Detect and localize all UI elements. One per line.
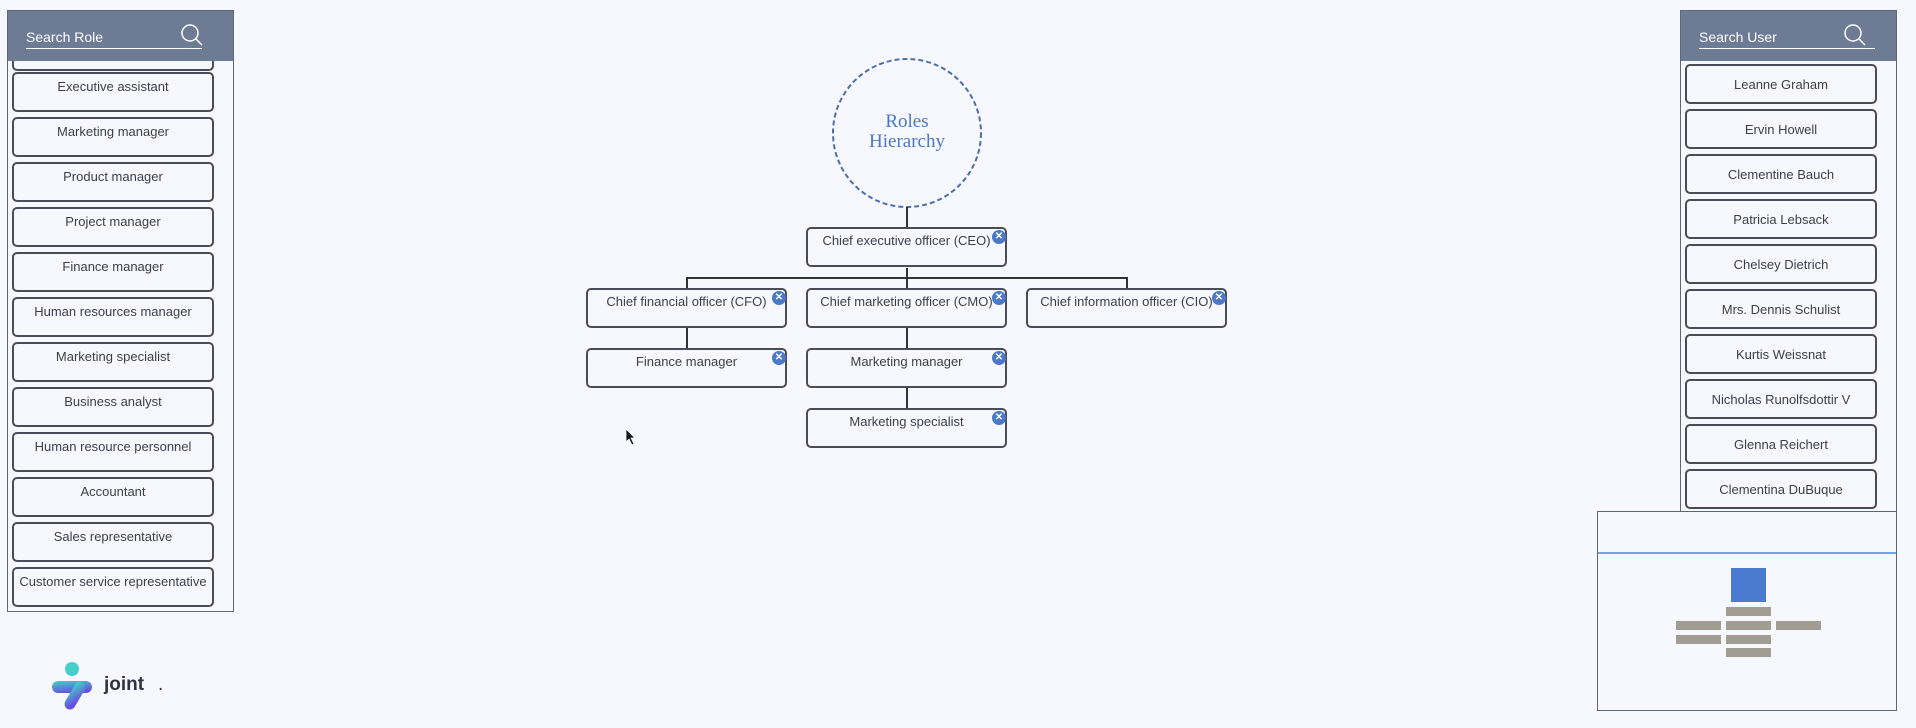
item-label: Leanne Graham <box>1734 77 1828 92</box>
item-label: Clementine Bauch <box>1727 167 1835 182</box>
role-item[interactable]: Marketing manager <box>12 117 214 157</box>
role-item[interactable]: Human resource personnel <box>12 432 214 472</box>
minimap-node <box>1676 635 1721 644</box>
item-label: Sales representative <box>53 529 173 544</box>
item-label: Accountant <box>80 484 146 499</box>
node-label: Chief marketing officer (CMO) <box>820 294 993 309</box>
user-item[interactable]: Leanne Graham <box>1685 64 1877 104</box>
mouse-cursor-icon <box>625 428 636 446</box>
user-item[interactable]: Clementina DuBuque <box>1685 469 1877 509</box>
minimap-node <box>1726 648 1771 657</box>
user-item[interactable]: Kurtis Weissnat <box>1685 334 1877 374</box>
item-label: Chelsey Dietrich <box>1733 257 1829 272</box>
item-label: Executive assistant <box>57 79 169 94</box>
node-label: Chief information officer (CIO) <box>1040 294 1213 309</box>
search-icon[interactable] <box>180 23 204 47</box>
role-item[interactable]: Executive assistant <box>12 72 214 112</box>
close-icon[interactable]: ✕ <box>992 411 1006 425</box>
user-item[interactable]: Clementine Bauch <box>1685 154 1877 194</box>
item-label: Project manager <box>65 214 161 229</box>
connector <box>906 207 908 228</box>
item-label: Customer service representative <box>19 574 207 589</box>
item-label: Patricia Lebsack <box>1733 212 1829 227</box>
connector <box>1126 277 1128 288</box>
user-item[interactable]: Nicholas Runolfsdottir V <box>1685 379 1877 419</box>
item-label: Marketing manager <box>57 124 169 139</box>
minimap[interactable] <box>1597 511 1897 711</box>
node-cmo[interactable]: Chief marketing officer (CMO)✕ <box>806 288 1007 328</box>
item-label: Product manager <box>63 169 163 184</box>
node-label: Finance manager <box>635 354 738 369</box>
role-item[interactable]: Finance manager <box>12 252 214 292</box>
joint-logo-text: joint <box>104 674 145 695</box>
connector <box>906 327 908 348</box>
minimap-root <box>1731 568 1766 602</box>
minimap-node <box>1676 621 1721 630</box>
item-label: Ervin Howell <box>1744 122 1818 137</box>
joint-logo-icon <box>52 662 92 710</box>
connector <box>686 327 688 348</box>
role-item[interactable]: Business analyst <box>12 387 214 427</box>
item-label: Glenna Reichert <box>1734 437 1828 452</box>
item-label: Finance manager <box>62 259 164 274</box>
minimap-divider <box>1598 552 1896 554</box>
close-icon[interactable]: ✕ <box>992 230 1006 244</box>
connector <box>686 277 688 288</box>
role-item[interactable]: Project manager <box>12 207 214 247</box>
item-label: Human resource personnel <box>34 439 192 454</box>
node-label: Chief executive officer (CEO) <box>822 233 991 248</box>
item-label: Kurtis Weissnat <box>1735 347 1827 362</box>
minimap-node <box>1726 607 1771 616</box>
role-item[interactable]: Marketing specialist <box>12 342 214 382</box>
close-icon[interactable]: ✕ <box>772 351 786 365</box>
user-item[interactable]: Patricia Lebsack <box>1685 199 1877 239</box>
item-label: Mrs. Dennis Schulist <box>1721 302 1841 317</box>
node-ceo[interactable]: Chief executive officer (CEO)✕ <box>806 227 1007 267</box>
item-label: Nicholas Runolfsdottir V <box>1711 392 1851 407</box>
item-label: Clementina DuBuque <box>1719 482 1843 497</box>
item-label: Marketing specialist <box>55 349 171 364</box>
connector <box>686 277 1128 279</box>
node-finance-manager[interactable]: Finance manager ✕ <box>586 348 787 388</box>
user-search-header <box>1681 11 1896 61</box>
minimap-node <box>1776 621 1821 630</box>
diagram-title: Roles Hierarchy <box>869 111 945 152</box>
role-search-input[interactable] <box>26 25 202 49</box>
connector <box>906 387 908 408</box>
minimap-node <box>1726 635 1771 644</box>
user-item[interactable]: Chelsey Dietrich <box>1685 244 1877 284</box>
search-icon[interactable] <box>1843 23 1867 47</box>
close-icon[interactable]: ✕ <box>992 351 1006 365</box>
role-item[interactable]: Customer service representative <box>12 567 214 607</box>
role-item[interactable]: Product manager <box>12 162 214 202</box>
user-item[interactable]: Ervin Howell <box>1685 109 1877 149</box>
node-cfo[interactable]: Chief financial officer (CFO) ✕ <box>586 288 787 328</box>
role-item[interactable]: Sales representative <box>12 522 214 562</box>
node-label: Marketing specialist <box>849 414 964 429</box>
minimap-node <box>1726 621 1771 630</box>
node-marketing-manager[interactable]: Marketing manager ✕ <box>806 348 1007 388</box>
item-label: Human resources manager <box>34 304 192 319</box>
close-icon[interactable]: ✕ <box>992 291 1006 305</box>
close-icon[interactable]: ✕ <box>1212 291 1226 305</box>
node-cio[interactable]: Chief information officer (CIO)✕ <box>1026 288 1227 328</box>
node-marketing-specialist[interactable]: Marketing specialist ✕ <box>806 408 1007 448</box>
role-item[interactable]: Human resources manager <box>12 297 214 337</box>
node-label: Marketing manager <box>850 354 963 369</box>
node-label: Chief financial officer (CFO) <box>606 294 767 309</box>
user-item[interactable]: Glenna Reichert <box>1685 424 1877 464</box>
role-search-header <box>8 11 233 61</box>
joint-logo: joint . <box>50 660 170 712</box>
close-icon[interactable]: ✕ <box>772 291 786 305</box>
user-item[interactable]: Mrs. Dennis Schulist <box>1685 289 1877 329</box>
item-label: Business analyst <box>64 394 162 409</box>
joint-logo-dot: . <box>158 674 164 695</box>
role-item[interactable]: Accountant <box>12 477 214 517</box>
